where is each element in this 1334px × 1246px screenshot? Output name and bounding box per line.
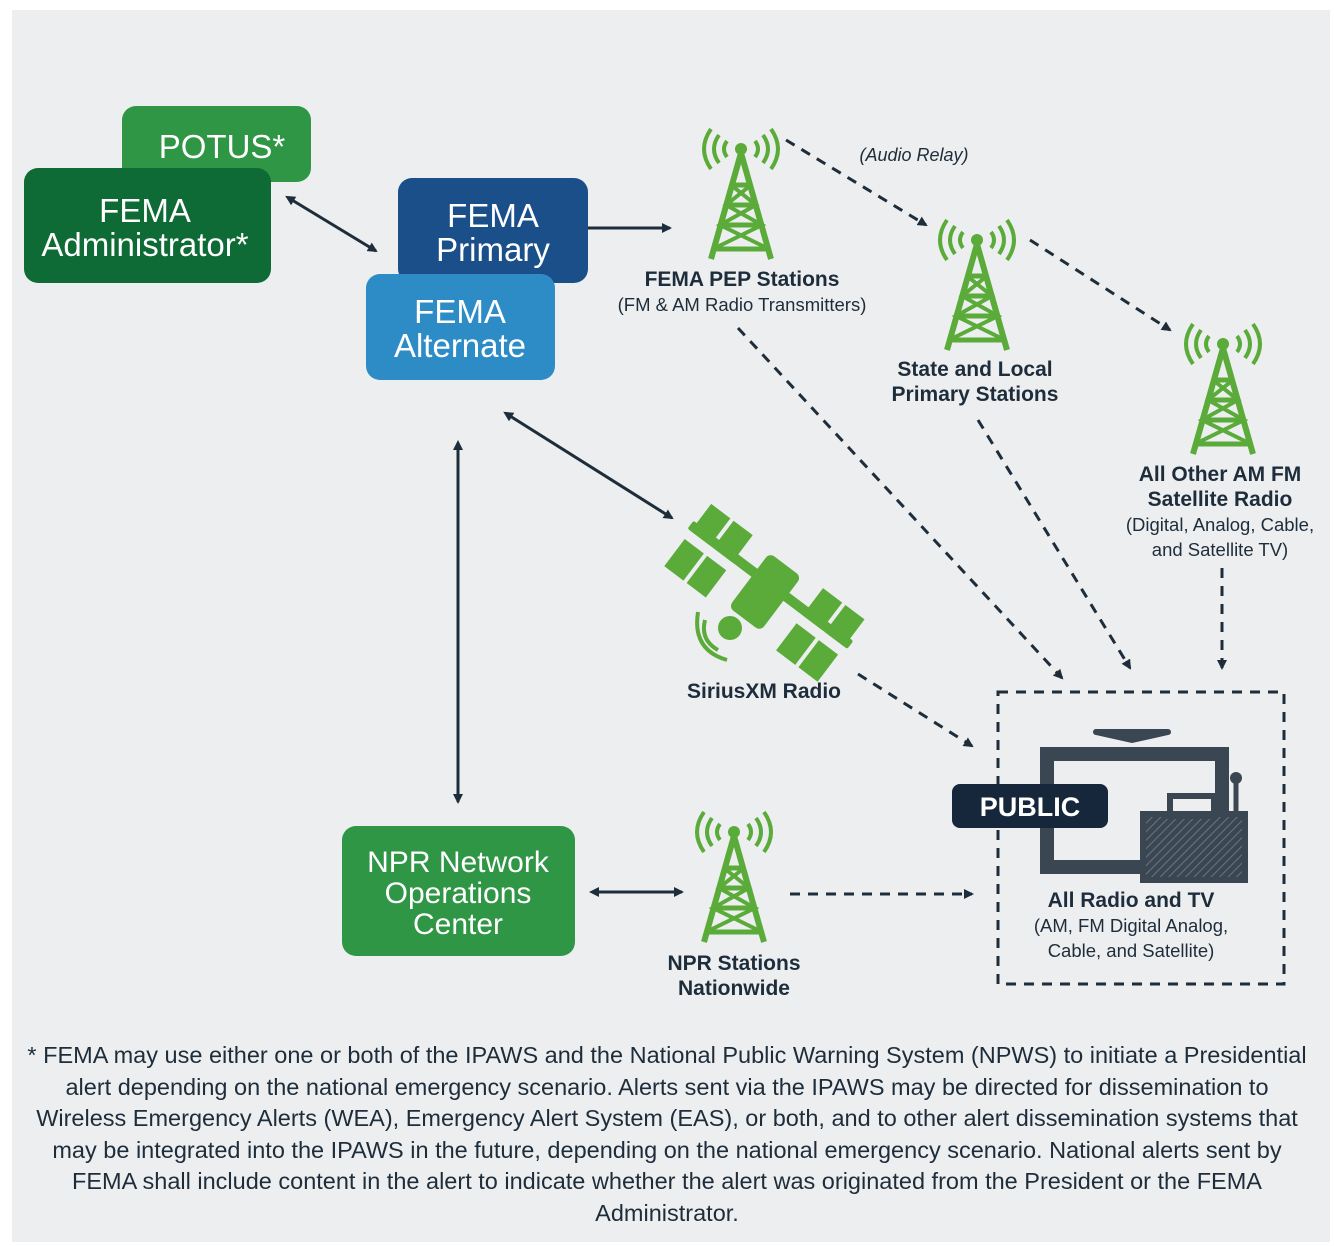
fema-alternate-line1: FEMA <box>414 293 506 330</box>
all-radio-tv-sub2: Cable, and Satellite) <box>1048 940 1215 961</box>
npr-noc-node: NPR Network Operations Center <box>342 826 575 956</box>
fema-to-satellite-arrow <box>503 411 674 520</box>
npr-stations-line2: Nationwide <box>678 977 790 1000</box>
all-other-tower-icon <box>1186 324 1260 454</box>
pep-to-state-dashed-arrow <box>785 138 928 227</box>
npr-noc-line1: NPR Network <box>367 846 550 879</box>
pep-stations-title: FEMA PEP Stations <box>645 268 840 291</box>
state-local-line1: State and Local <box>897 358 1052 381</box>
npr-noc-line2: Operations <box>385 877 532 910</box>
state-local-tower-icon <box>940 220 1014 350</box>
fema-primary-node: FEMA Primary <box>398 178 588 283</box>
potus-label: POTUS* <box>159 128 286 165</box>
pep-stations-subtitle: (FM & AM Radio Transmitters) <box>618 294 867 315</box>
state-to-public-dashed-arrow <box>976 419 1132 670</box>
public-box <box>996 690 1286 986</box>
fema-alternate-node: FEMA Alternate <box>366 274 555 380</box>
all-other-line2: Satellite Radio <box>1148 488 1293 511</box>
npr-noc-line3: Center <box>413 908 503 941</box>
npr-tower-icon <box>697 812 771 942</box>
all-other-line1: All Other AM FM <box>1139 463 1302 486</box>
fema-primary-line1: FEMA <box>447 197 539 234</box>
state-local-line2: Primary Stations <box>892 383 1059 406</box>
pep-to-public-dashed-arrow <box>736 326 1064 680</box>
fema-primary-line2: Primary <box>436 231 550 268</box>
fema-admin-line2: Administrator* <box>41 226 248 263</box>
all-other-sub1: (Digital, Analog, Cable, <box>1126 514 1314 535</box>
fema-administrator-node: FEMA Administrator* <box>24 168 271 283</box>
all-radio-tv-title: All Radio and TV <box>1048 889 1215 912</box>
audio-relay-label: (Audio Relay) <box>859 145 968 165</box>
satellite-icon <box>664 503 865 682</box>
satellite-to-public-dashed-arrow <box>857 672 974 748</box>
npr-stations-line1: NPR Stations <box>667 952 800 975</box>
public-badge: PUBLIC <box>952 784 1108 828</box>
potus-node: POTUS* <box>122 106 311 182</box>
fema-admin-line1: FEMA <box>99 192 191 229</box>
footnote: * FEMA may use either one or both of the… <box>27 1042 1307 1226</box>
admin-to-fema-arrow <box>285 195 378 253</box>
tv-radio-icon <box>1040 729 1248 883</box>
satellite-dish-icon <box>695 611 742 662</box>
state-to-allother-dashed-arrow <box>1029 238 1172 332</box>
all-other-sub2: and Satellite TV) <box>1152 539 1288 560</box>
pep-tower-icon <box>704 129 778 259</box>
public-badge-label: PUBLIC <box>980 792 1081 822</box>
all-radio-tv-sub1: (AM, FM Digital Analog, <box>1034 915 1228 936</box>
siriusxm-label: SiriusXM Radio <box>687 680 841 703</box>
fema-alternate-line2: Alternate <box>394 327 526 364</box>
